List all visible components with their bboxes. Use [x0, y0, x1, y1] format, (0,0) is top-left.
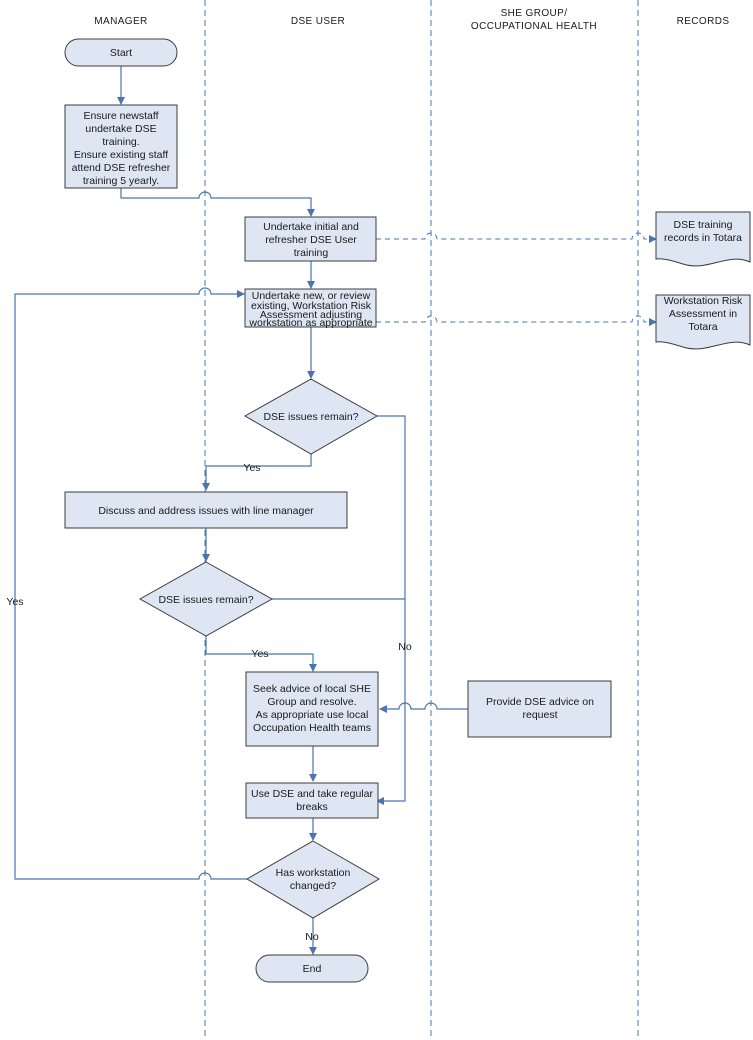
decision-2-label: DSE issues remain?	[158, 594, 253, 606]
discuss-issues-label: Discuss and address issues with line man…	[98, 505, 314, 517]
seek-advice-line-2: Group and resolve.	[267, 696, 356, 708]
undertake-training-line-3: training	[294, 247, 329, 259]
record-2-line-1: Workstation Risk	[664, 295, 743, 307]
risk-assessment-line-1: Undertake new, or review	[252, 290, 371, 302]
undertake-training-line-2: refresher DSE User	[265, 234, 357, 246]
edge-provide-to-seek	[379, 702, 468, 713]
ensure-training-line-6: training 5 yearly.	[83, 175, 159, 187]
undertake-training-process: Undertake initial and refresher DSE User…	[244, 216, 377, 262]
record-1-line-2: records in Totara	[664, 232, 742, 244]
ensure-training-line-1: Ensure newstaff	[83, 110, 158, 122]
seek-advice-line-4: Occupation Health teams	[253, 722, 371, 734]
start-terminator: Start	[64, 38, 178, 67]
start-label: Start	[110, 47, 132, 59]
label-no-decision-1: No	[398, 641, 412, 653]
end-terminator: End	[255, 954, 369, 983]
edge-risk-to-records	[376, 315, 657, 326]
decision-issues-remain-1: DSE issues remain?	[243, 378, 379, 455]
record-2-line-2: Assessment in	[669, 308, 737, 320]
seek-advice-line-1: Seek advice of local SHE	[253, 683, 371, 695]
record-2-line-3: Totara	[688, 321, 717, 333]
record-workstation-risk: Workstation Risk Assessment in Totara	[655, 294, 751, 350]
end-label: End	[303, 963, 322, 975]
edge-training-to-records	[376, 232, 657, 243]
risk-assessment-line-3: Assessment adjusting	[260, 309, 362, 321]
label-yes-decision-2: Yes	[251, 648, 268, 660]
record-1-line-1: DSE training	[674, 219, 733, 231]
lane-titles: MANAGER DSE USER SHE GROUP/ OCCUPATIONAL…	[94, 8, 729, 32]
label-yes-loop: Yes	[6, 596, 23, 608]
edge-dec1-yes	[202, 454, 312, 491]
decision-issues-remain-2: DSE issues remain?	[138, 561, 274, 637]
lane-title-she-group: SHE GROUP/	[501, 8, 568, 19]
ensure-training-line-5: attend DSE refresher	[72, 162, 171, 174]
lane-title-dse-user: DSE USER	[291, 16, 345, 27]
ensure-training-line-4: Ensure existing staff	[74, 149, 168, 161]
ensure-training-process: Ensure newstaff undertake DSE training. …	[64, 104, 178, 189]
provide-advice-line-2: request	[522, 709, 557, 721]
decision-1-label: DSE issues remain?	[263, 411, 358, 423]
record-dse-training: DSE training records in Totara	[655, 211, 751, 267]
decision-3-line-2: changed?	[290, 880, 336, 892]
use-dse-line-2: breaks	[296, 801, 328, 813]
undertake-training-line-1: Undertake initial and	[263, 221, 359, 233]
decision-3-line-1: Has workstation	[276, 867, 351, 879]
lane-title-records: RECORDS	[677, 16, 730, 27]
edge-dec1-no	[376, 415, 406, 805]
lane-title-manager: MANAGER	[94, 16, 147, 27]
seek-advice-line-3: As appropriate use local	[256, 709, 369, 721]
risk-assessment-line-4: workstation as appropriate	[248, 317, 372, 329]
use-dse-line-1: Use DSE and take regular	[251, 788, 373, 800]
edge-ensure-to-training	[120, 188, 315, 217]
seek-advice-process: Seek advice of local SHE Group and resol…	[245, 671, 379, 747]
edge-dec2-yes	[205, 636, 317, 672]
decision-workstation-changed: Has workstation changed?	[246, 840, 380, 919]
connectors	[14, 66, 657, 955]
ensure-training-line-3: training.	[102, 136, 139, 148]
edge-dec3-yes-loop	[14, 287, 247, 880]
provide-advice-process: Provide DSE advice on request	[467, 680, 612, 738]
label-no-end: No	[305, 931, 319, 943]
provide-advice-line-1: Provide DSE advice on	[486, 696, 594, 708]
label-yes-decision-1: Yes	[243, 462, 260, 474]
lane-title-occupational-health: OCCUPATIONAL HEALTH	[471, 21, 597, 32]
risk-assessment-process: Undertake new, or review existing, Works…	[244, 288, 377, 329]
use-dse-process: Use DSE and take regular breaks	[245, 782, 379, 819]
risk-assessment-line-2: existing, Workstation Risk	[251, 300, 372, 312]
discuss-issues-process: Discuss and address issues with line man…	[64, 491, 348, 529]
edge-labels: Yes Yes No Yes No	[6, 462, 411, 943]
ensure-training-line-2: undertake DSE	[85, 123, 156, 135]
